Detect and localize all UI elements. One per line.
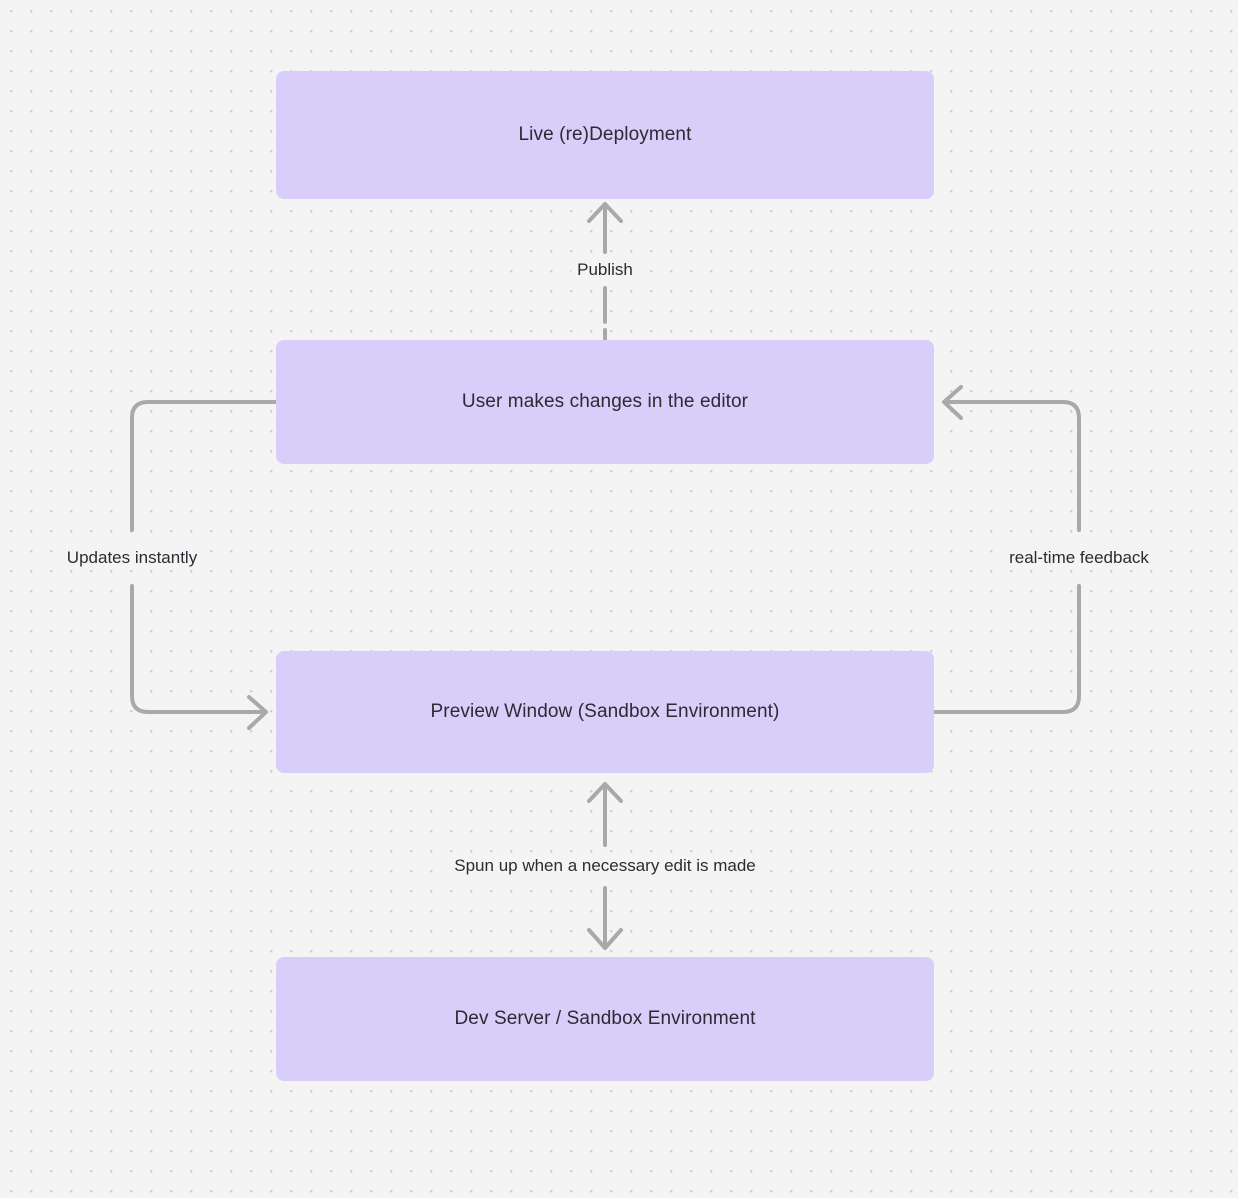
edge-label-real-time-feedback: real-time feedback xyxy=(1003,545,1155,571)
arrowhead-left-icon xyxy=(942,385,963,420)
edge-label-publish: Publish xyxy=(571,257,639,283)
edge-label-spun-up: Spun up when a necessary edit is made xyxy=(448,853,762,879)
arrowhead-up-icon xyxy=(587,202,623,223)
arrowhead-up-icon xyxy=(587,782,623,803)
edge-label-updates-instantly: Updates instantly xyxy=(60,545,204,571)
node-preview-window[interactable]: Preview Window (Sandbox Environment) xyxy=(276,651,934,773)
arrowhead-down-icon xyxy=(587,928,623,950)
node-label: Live (re)Deployment xyxy=(518,124,692,146)
node-label: User makes changes in the editor xyxy=(461,391,749,413)
node-live-deployment[interactable]: Live (re)Deployment xyxy=(276,71,934,199)
arrowhead-right-icon xyxy=(247,695,268,730)
node-user-edits[interactable]: User makes changes in the editor xyxy=(276,340,934,464)
node-label: Dev Server / Sandbox Environment xyxy=(454,1008,756,1030)
node-label: Preview Window (Sandbox Environment) xyxy=(430,701,780,723)
node-dev-server[interactable]: Dev Server / Sandbox Environment xyxy=(276,957,934,1081)
